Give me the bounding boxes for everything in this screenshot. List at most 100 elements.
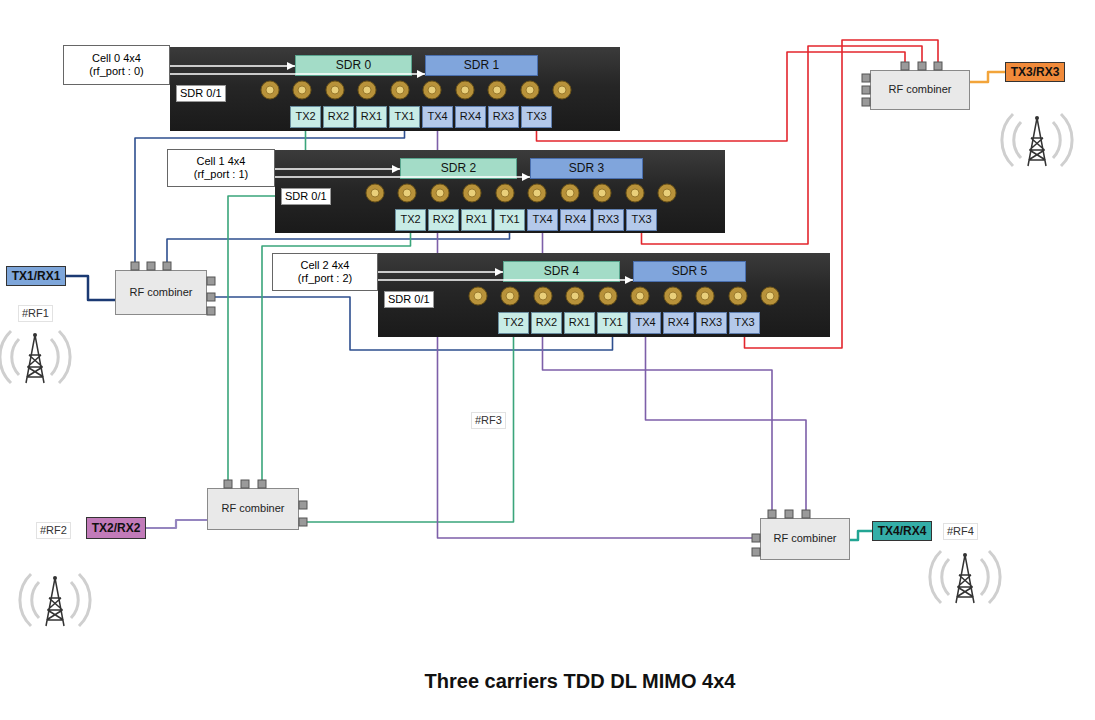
- box-label: Cell 2 4x4 (rf_port : 2): [285, 259, 365, 285]
- port-box: RX4: [455, 106, 486, 128]
- sdr-bar: SDR 3: [530, 158, 643, 179]
- port-box: RX1: [564, 312, 595, 334]
- rf-cable: [66, 276, 115, 300]
- rf-cable: [646, 334, 807, 518]
- box-label: RF combiner: [889, 83, 952, 96]
- box-label: RX2: [536, 316, 557, 329]
- box-label: RX1: [466, 213, 487, 226]
- signal-box: TX2/RX2: [86, 517, 146, 539]
- board-label: SDR 0/1: [384, 291, 434, 308]
- box-label: RF combiner: [222, 502, 285, 515]
- port-box: RX4: [663, 312, 694, 334]
- label-holder: #RF4: [943, 521, 978, 540]
- sdr-bar: SDR 2: [400, 158, 517, 179]
- box-label: RX2: [433, 213, 454, 226]
- box-label: TX4/RX4: [878, 524, 927, 538]
- box-label: SDR 1: [464, 58, 499, 72]
- port-box: TX1: [494, 209, 525, 231]
- port-box: TX2: [290, 106, 321, 128]
- cell-arrow: [170, 65, 295, 67]
- port-box: TX1: [597, 312, 628, 334]
- box-label: Cell 0 4x4 (rf_port : 0): [77, 52, 157, 78]
- box-label: RX4: [460, 110, 481, 123]
- signal-box: TX4/RX4: [872, 521, 932, 541]
- label-holder: #RF3: [471, 410, 506, 429]
- diagram-title: Three carriers TDD DL MIMO 4x4: [425, 670, 736, 692]
- box-label: SDR 2: [441, 161, 476, 175]
- box-label: RX3: [701, 316, 722, 329]
- box-label: SDR 5: [672, 264, 707, 278]
- port-box: TX1: [389, 106, 420, 128]
- sdr-bar: SDR 1: [425, 55, 538, 76]
- port-box: RX4: [560, 209, 591, 231]
- antenna-label: #RF3: [471, 412, 506, 429]
- port-box: TX2: [498, 312, 529, 334]
- box-label: TX2: [295, 110, 315, 123]
- box-label: RX3: [493, 110, 514, 123]
- cell-arrow: [170, 73, 425, 75]
- port-box: RX3: [593, 209, 624, 231]
- board-label: SDR 0/1: [176, 85, 226, 102]
- antenna-label: #RF4: [943, 523, 978, 540]
- title-holder: Three carriers TDD DL MIMO 4x4: [330, 669, 830, 693]
- port-box: TX2: [395, 209, 426, 231]
- label-holder: #RF2: [36, 520, 71, 539]
- signal-box: TX3/RX3: [1005, 62, 1065, 82]
- sma-connectors: [366, 184, 676, 202]
- rf-combiner: RF combiner: [115, 270, 207, 315]
- box-label: TX2: [503, 316, 523, 329]
- box-label: Cell 1 4x4 (rf_port : 1): [181, 155, 261, 181]
- sdr-bar: SDR 0: [295, 55, 412, 76]
- rf-cable: [543, 231, 773, 518]
- cell-box: Cell 0 4x4 (rf_port : 0): [63, 45, 170, 85]
- box-label: TX3: [526, 110, 546, 123]
- port-box: TX4: [630, 312, 661, 334]
- box-label: SDR 4: [544, 264, 579, 278]
- box-label: RX4: [668, 316, 689, 329]
- rf-cable: [970, 72, 1005, 82]
- cell-arrow: [378, 271, 503, 273]
- port-box: RX3: [488, 106, 519, 128]
- box-label: TX1: [499, 213, 519, 226]
- box-label: TX4: [532, 213, 552, 226]
- sma-connectors: [469, 287, 779, 305]
- board-label: SDR 0/1: [281, 188, 331, 205]
- port-box: TX3: [729, 312, 760, 334]
- box-label: TX4: [635, 316, 655, 329]
- antenna-icon: [0, 331, 70, 383]
- rf-combiner: RF combiner: [870, 70, 970, 110]
- rf-cable: [146, 520, 207, 528]
- antenna-icon: [1002, 114, 1072, 166]
- box-label: SDR 0: [336, 58, 371, 72]
- box-label: TX3: [734, 316, 754, 329]
- rf-combiner: RF combiner: [760, 518, 850, 560]
- box-label: TX2: [400, 213, 420, 226]
- box-label: TX3: [631, 213, 651, 226]
- sma-connectors: [261, 81, 571, 99]
- rf-combiner: RF combiner: [207, 488, 299, 530]
- port-box: TX4: [422, 106, 453, 128]
- antenna-icon: [20, 574, 90, 626]
- antenna-label: #RF1: [18, 305, 53, 322]
- box-label: TX2/RX2: [92, 521, 141, 535]
- box-label: RX4: [565, 213, 586, 226]
- antenna-label: #RF2: [36, 522, 71, 539]
- port-box: RX3: [696, 312, 727, 334]
- cell-box: Cell 1 4x4 (rf_port : 1): [167, 149, 275, 187]
- cell-box: Cell 2 4x4 (rf_port : 2): [272, 253, 378, 291]
- box-label: TX1: [602, 316, 622, 329]
- antenna-icon: [930, 551, 1000, 603]
- box-label: RX3: [598, 213, 619, 226]
- port-box: RX1: [356, 106, 387, 128]
- combiner-pins: [131, 62, 942, 556]
- port-box: RX2: [531, 312, 562, 334]
- box-label: RF combiner: [774, 532, 837, 545]
- port-box: RX1: [461, 209, 492, 231]
- port-box: TX3: [521, 106, 552, 128]
- cell-arrow: [275, 168, 400, 170]
- box-label: TX1/RX1: [12, 269, 61, 283]
- cell-arrow: [378, 279, 633, 281]
- box-label: TX3/RX3: [1011, 65, 1060, 79]
- port-box: TX3: [626, 209, 657, 231]
